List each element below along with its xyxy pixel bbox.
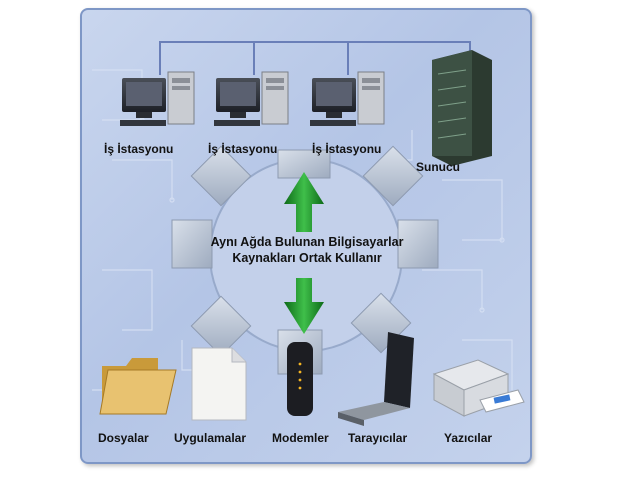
resource-label: Modemler [272,431,329,445]
folder-icon [99,358,177,415]
arrow-down-icon [284,278,324,334]
printer-icon [432,359,525,417]
scanner-icon [338,332,414,426]
workstation-icon [310,71,385,126]
center-caption-line1: Aynı Ağda Bulunan Bilgisayarlar [210,235,404,249]
resource-label: Yazıcılar [444,431,493,445]
server-icon [432,50,492,166]
resource-label: Uygulamalar [174,431,247,445]
workstation-label: İş İstasyonu [312,142,382,156]
modem-icon [287,342,313,416]
diagram-graphics [92,41,525,426]
center-caption-line2: Kaynakları Ortak Kullanır [232,251,382,265]
center-caption: Aynı Ağda Bulunan Bilgisayarlar Kaynakla… [177,234,437,266]
circuit-pattern [92,69,513,391]
document-icon [191,347,247,421]
resource-label: Tarayıcılar [348,431,408,445]
server-label: Sunucu [416,160,460,174]
workstation-label: İş İstasyonu [208,142,278,156]
workstation-label: İş İstasyonu [104,142,174,156]
workstation-icon [214,71,289,126]
network-lines [159,41,471,75]
arrow-up-icon [284,172,324,232]
workstation-icon [120,71,195,126]
hub-tiles [171,145,439,375]
resource-label: Dosyalar [98,431,149,445]
diagram-panel: İş İstasyonu İş İstasyonu İş İstasyonu S… [80,8,532,464]
